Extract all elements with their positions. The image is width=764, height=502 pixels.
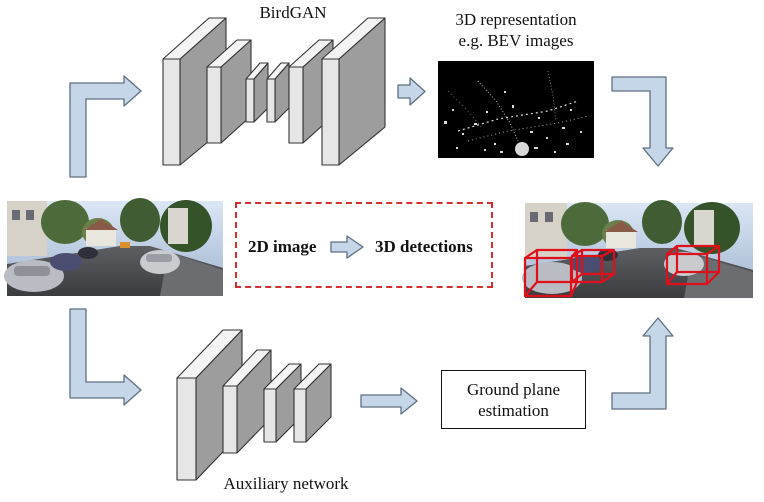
ground-plane-label-line2: estimation — [478, 400, 549, 420]
ground-plane-label-line1: Ground plane — [466, 379, 560, 399]
bev-point-cloud — [444, 70, 589, 156]
ground-plane-estimation-box: Ground plane estimation — [441, 370, 586, 429]
arrow-birdgan-to-bev — [397, 77, 426, 106]
arrow-2d-to-3d — [330, 235, 364, 259]
auxiliary-network-label: Auxiliary network — [223, 474, 349, 493]
method-summary-box: 2D image 3D detections — [235, 202, 493, 288]
input-2d-image — [4, 198, 223, 296]
arrow-input-to-auxiliary — [69, 308, 142, 406]
arrow-groundplane-to-output — [611, 317, 674, 410]
arrow-auxiliary-to-groundplane — [360, 387, 418, 415]
2d-image-label: 2D image — [248, 237, 317, 256]
arrow-input-to-birdgan — [69, 75, 142, 178]
representation-label-line2: e.g. BEV images — [458, 31, 574, 50]
birdgan-network — [162, 17, 386, 166]
birdgan-label: BirdGAN — [259, 3, 327, 22]
flow-arrows — [69, 75, 674, 415]
detection-boxes — [523, 244, 721, 298]
bev-image — [438, 61, 594, 158]
3d-detections-label: 3D detections — [375, 237, 473, 256]
arrow-bev-to-output — [611, 76, 674, 167]
representation-label-line1: 3D representation — [455, 10, 577, 29]
auxiliary-network — [176, 329, 332, 481]
